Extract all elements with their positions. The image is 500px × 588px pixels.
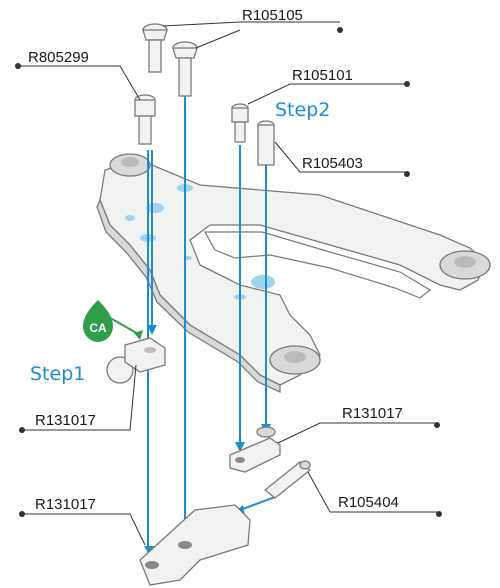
label-r105403: R105403 <box>302 155 363 172</box>
mount-bottom <box>139 504 251 586</box>
leaders <box>15 21 442 546</box>
screw-r105105-left <box>142 23 168 73</box>
screw-r105101 <box>231 103 249 143</box>
screw-r105105-right <box>172 41 198 97</box>
ca-glue-badge: CA <box>83 300 143 342</box>
mount-step1 <box>106 337 166 384</box>
label-r131017-bottom: R131017 <box>35 496 96 513</box>
label-r131017-left: R131017 <box>35 412 96 429</box>
step1-label: Step1 <box>30 363 85 385</box>
assembly-lines <box>144 70 276 560</box>
step2-label: Step2 <box>275 99 330 121</box>
standoff-r105403 <box>257 120 275 166</box>
ca-badge-label: CA <box>89 321 107 335</box>
mount-right <box>229 426 281 473</box>
label-r105101: R105101 <box>292 67 353 84</box>
screw-r805299 <box>134 94 156 145</box>
pin-r105404 <box>263 460 312 499</box>
label-r105404: R105404 <box>338 494 399 511</box>
label-r805299: R805299 <box>28 49 89 66</box>
label-r105105: R105105 <box>242 7 303 24</box>
label-r131017-right: R131017 <box>342 405 403 422</box>
frame-plate <box>96 153 491 394</box>
